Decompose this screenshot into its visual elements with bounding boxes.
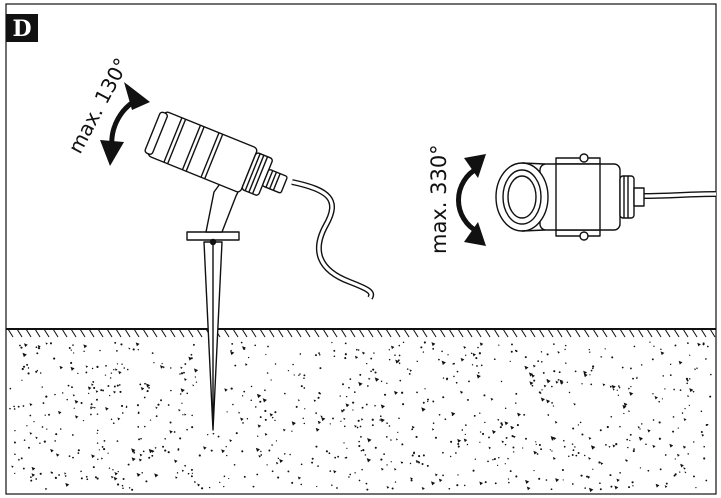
rotation-arrow-330-icon [455, 154, 486, 246]
spotlight-top-view-icon [495, 153, 717, 241]
rotation-label-left: max. 130° [63, 54, 133, 158]
spotlight-on-spike-icon [144, 111, 375, 431]
panel-label: D [6, 14, 38, 42]
rotation-arrow-130-icon [100, 82, 150, 166]
ground-section [6, 328, 716, 493]
rotation-label-right: max. 330° [427, 144, 451, 254]
svg-text:D: D [12, 16, 31, 42]
diagram-frame [5, 3, 717, 495]
